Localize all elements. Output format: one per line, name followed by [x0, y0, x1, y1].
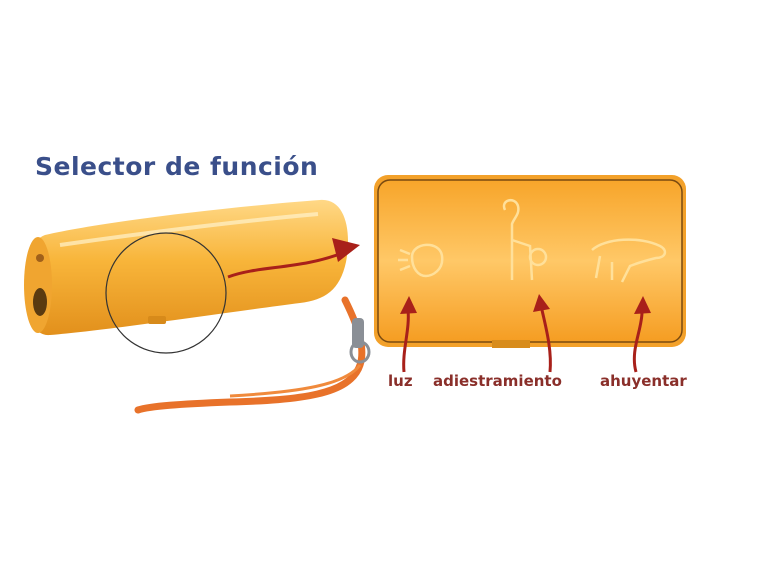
animal-icon	[591, 238, 667, 283]
label-training: adiestramiento	[433, 372, 562, 390]
zoom-arrow	[227, 250, 346, 279]
bulb-icon	[398, 243, 444, 278]
page-title: Selector de función	[35, 152, 319, 181]
zoom-arrow-head	[332, 238, 360, 262]
pointer-arrow-training	[533, 294, 552, 373]
label-light: luz	[388, 372, 413, 390]
giraffe-icon	[502, 198, 548, 281]
label-repel: ahuyentar	[600, 372, 687, 390]
device-body	[24, 199, 349, 336]
wrist-strap	[134, 296, 371, 414]
magnifier-circle	[105, 232, 227, 354]
pointer-arrow-light	[400, 296, 417, 373]
pointer-arrow-repel	[632, 296, 651, 373]
